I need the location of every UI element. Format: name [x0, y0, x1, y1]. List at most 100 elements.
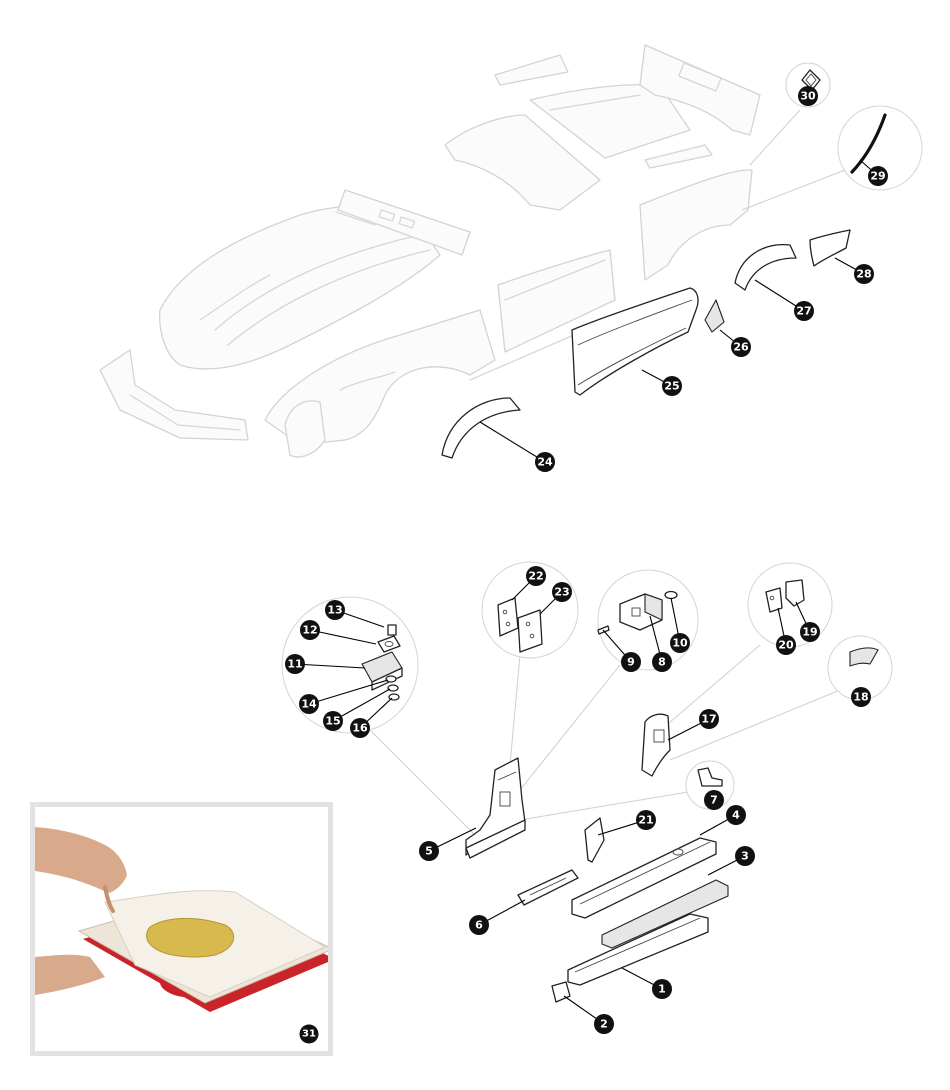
callout-4: 4 — [726, 805, 746, 825]
callout-20-badge — [776, 635, 796, 655]
callout-5: 5 — [419, 841, 439, 861]
callout-25-label: 25 — [664, 380, 679, 393]
callout-31: 31 — [299, 1024, 319, 1044]
callout-26: 26 — [731, 337, 751, 357]
bonnet-ghost — [159, 205, 441, 370]
callout-29-badge — [868, 166, 888, 186]
callout-14: 14 — [299, 694, 319, 714]
callout-12: 12 — [300, 620, 320, 640]
callout-28: 28 — [854, 264, 874, 284]
callout-9-label: 9 — [627, 656, 635, 669]
callout-9: 9 — [621, 652, 641, 672]
callout-4-label: 4 — [732, 809, 740, 822]
callout-24-badge — [535, 452, 555, 472]
callout-8: 8 — [652, 652, 672, 672]
callout-6-label: 6 — [475, 919, 483, 932]
part-rear-wing-repair — [809, 229, 851, 267]
callout-24-label: 24 — [537, 456, 553, 469]
callout-1-label: 1 — [658, 983, 666, 996]
callout-15-badge — [323, 711, 343, 731]
part-washer-14 — [385, 675, 397, 683]
callout-30-label: 30 — [800, 90, 816, 103]
callout-8-label: 8 — [658, 656, 666, 669]
part-front-wheel-arch — [441, 397, 521, 459]
side-trim-ghost — [494, 54, 569, 86]
callout-27: 27 — [794, 301, 814, 321]
front-wing-ghost — [264, 309, 496, 446]
callout-16-label: 16 — [352, 722, 368, 735]
callout-23-label: 23 — [554, 586, 569, 599]
callout-3-label: 3 — [741, 850, 749, 863]
callout-8-badge — [652, 652, 672, 672]
callout-25: 25 — [662, 376, 682, 396]
callout-11: 11 — [285, 654, 305, 674]
part-bolt — [387, 624, 397, 636]
callout-16-badge — [350, 718, 370, 738]
lower-arm — [35, 954, 105, 995]
callout-24: 24 — [535, 452, 555, 472]
upper-hand — [35, 827, 127, 893]
callout-10-label: 10 — [672, 637, 688, 650]
headlamp-panel-ghost — [284, 400, 326, 458]
part-closing-plate — [849, 647, 879, 667]
callout-7-label: 7 — [710, 794, 718, 807]
callout-17-label: 17 — [701, 713, 716, 726]
callout-6-badge — [469, 915, 489, 935]
callout-2-label: 2 — [600, 1018, 608, 1031]
part-outer-sill — [567, 913, 709, 986]
part-b-post-panel — [641, 713, 671, 777]
part-sill-strip — [601, 879, 729, 949]
callout-18: 18 — [851, 687, 871, 707]
part-bracket-20 — [765, 587, 783, 613]
callout-18-badge — [851, 687, 871, 707]
callout-10: 10 — [670, 633, 690, 653]
part-plate-23 — [517, 609, 543, 653]
callout-23: 23 — [552, 582, 572, 602]
callout-26-label: 26 — [733, 341, 749, 354]
callout-13-badge — [325, 600, 345, 620]
callout-7: 7 — [704, 790, 724, 810]
callout-20: 20 — [776, 635, 796, 655]
rear-deck-ghost — [444, 114, 601, 211]
callout-22: 22 — [526, 566, 546, 586]
rear-wing-ghost — [639, 169, 753, 281]
callout-21-label: 21 — [638, 814, 653, 827]
callout-9-badge — [621, 652, 641, 672]
car-body-ghost — [99, 44, 761, 458]
callout-13: 13 — [325, 600, 345, 620]
callout-5-label: 5 — [425, 845, 433, 858]
callout-4-badge — [726, 805, 746, 825]
parts — [361, 69, 887, 1003]
callout-13-label: 13 — [327, 604, 342, 617]
callout-2: 2 — [594, 1014, 614, 1034]
callout-5-badge — [419, 841, 439, 861]
callout-30: 30 — [798, 86, 818, 106]
callout-12-label: 12 — [302, 624, 317, 637]
callout-7-badge — [704, 790, 724, 810]
callout-16: 16 — [350, 718, 370, 738]
callout-21: 21 — [636, 810, 656, 830]
callout-21-badge — [636, 810, 656, 830]
callout-28-badge — [854, 264, 874, 284]
callout-12-badge — [300, 620, 320, 640]
callout-30-badge — [798, 86, 818, 106]
sealant-application-illustration: 31 — [35, 807, 328, 1051]
part-door-skin — [571, 287, 699, 396]
callout-31-label: 31 — [302, 1029, 316, 1040]
door-ghost — [497, 249, 616, 353]
part-repair-plate — [704, 299, 725, 333]
callout-19: 19 — [800, 622, 820, 642]
callout-26-badge — [731, 337, 751, 357]
callout-2-badge — [594, 1014, 614, 1034]
callout-22-badge — [526, 566, 546, 586]
sealant-photo-inset: 31 — [30, 802, 333, 1056]
callout-23-badge — [552, 582, 572, 602]
part-rear-wheel-arch — [734, 244, 797, 291]
callout-27-badge — [794, 301, 814, 321]
part-mounting-plate — [377, 635, 401, 653]
detail-views — [281, 62, 923, 841]
callout-22-label: 22 — [528, 570, 543, 583]
scuttle-ghost — [337, 189, 471, 256]
part-inner-sill — [571, 837, 717, 919]
